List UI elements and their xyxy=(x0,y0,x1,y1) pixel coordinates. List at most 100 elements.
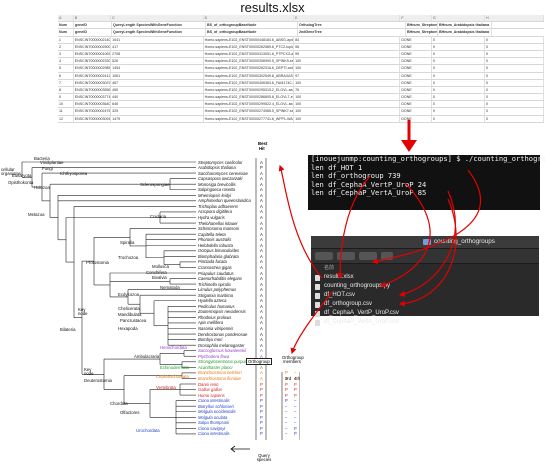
spreadsheet-cell[interactable]: 450 xyxy=(111,86,204,94)
spreadsheet-cell[interactable]: Homo-sapiens-E102_ENST00000406363.6_FAM1… xyxy=(204,79,295,86)
spreadsheet-cell[interactable]: ENSCINT00000029855.1 xyxy=(74,65,112,72)
column-letter[interactable]: C xyxy=(111,15,204,22)
spreadsheet-cell[interactable]: 1454 xyxy=(111,65,204,72)
spreadsheet-cell[interactable]: DONE xyxy=(400,79,432,86)
spreadsheet-cell[interactable]: Homo-sapiens-E102_ENST00000306990.5_SPIN… xyxy=(204,58,295,65)
spreadsheet-cell[interactable]: 2ndGeneTree xyxy=(298,29,406,36)
spreadsheet-cell[interactable]: 646 xyxy=(111,101,204,108)
spreadsheet-cell[interactable]: DONE xyxy=(400,43,432,50)
column-letter[interactable]: E xyxy=(294,15,401,22)
spreadsheet-cell[interactable]: BHnum_Streptomyces coelicolor xyxy=(407,29,438,36)
spreadsheet-cell[interactable]: 0 xyxy=(485,101,544,108)
spreadsheet-cell[interactable]: ENSCINT00000036404.1 xyxy=(74,101,112,108)
spreadsheet-cell[interactable]: 0 xyxy=(485,58,544,65)
finder-column-header[interactable]: 名前 xyxy=(324,265,335,271)
spreadsheet-cell[interactable]: 0 xyxy=(432,94,485,101)
spreadsheet-cell[interactable]: ENSCINT00000035566.1 xyxy=(74,86,112,94)
spreadsheet-cell[interactable]: 0 xyxy=(432,50,485,58)
finder-file-row[interactable]: counting_orthogroups.py xyxy=(311,282,539,291)
finder-file-row[interactable]: df_CephaP_VertA_UroP.csv xyxy=(311,318,539,327)
spreadsheet-cell[interactable]: Homo-sapiens-E102_ENST00000262316.6_DEPT… xyxy=(204,65,295,72)
spreadsheet-cell[interactable]: Homo-sapiens-E102_ENST00000277741.6_WFP1… xyxy=(204,115,295,122)
spreadsheet-cell[interactable]: 4 xyxy=(58,58,74,65)
spreadsheet-cell[interactable]: DONE xyxy=(400,101,432,108)
spreadsheet-cell[interactable]: 0 xyxy=(485,36,544,43)
spreadsheet-cell[interactable]: 84 xyxy=(294,36,401,43)
spreadsheet-cell[interactable]: ENSCINT00000024127.2 xyxy=(74,72,112,79)
spreadsheet-cell[interactable]: Homo-sapiens-E102_ENST00000274985.5_SPIN… xyxy=(204,108,295,115)
spreadsheet-cell[interactable]: 0 xyxy=(485,115,544,122)
spreadsheet-cell[interactable]: 100 xyxy=(294,101,401,108)
spreadsheet-row[interactable]: 10ENSCINT00000036404.1646Homo-sapiens-E1… xyxy=(58,101,544,109)
spreadsheet-cell[interactable]: QueryLength SpeciesWithGeneFunction xyxy=(112,22,206,29)
spreadsheet-row[interactable]: 2ENSCINT00000025003.2417Homo-sapiens-E10… xyxy=(58,43,544,51)
spreadsheet-cell[interactable]: DONE xyxy=(400,115,432,122)
spreadsheet-cell[interactable]: DONE xyxy=(400,50,432,58)
spreadsheet-cell[interactable]: 325 xyxy=(111,108,204,115)
spreadsheet-cell[interactable]: 100 xyxy=(294,79,401,86)
action-gear-button[interactable] xyxy=(359,252,377,260)
spreadsheet-row[interactable]: 6ENSCINT00000024127.21061Homo-sapiens-E1… xyxy=(58,72,544,80)
spreadsheet-cell[interactable]: 0 xyxy=(432,101,485,108)
spreadsheet-cell[interactable]: DONE xyxy=(400,86,432,94)
spreadsheet-row[interactable]: 12ENSCINT00000030919.11479Homo-sapiens-E… xyxy=(58,115,544,123)
column-letter[interactable]: B xyxy=(74,15,112,22)
back-forward-button[interactable] xyxy=(315,252,333,260)
spreadsheet-cell[interactable]: 0 xyxy=(432,108,485,115)
spreadsheet-cell[interactable]: 417 xyxy=(111,43,204,50)
spreadsheet-cell[interactable]: ENSCINT00000030919.1 xyxy=(74,115,112,122)
finder-file-row[interactable]: df_orthogroup.csv xyxy=(311,300,539,309)
spreadsheet-cell[interactable]: Homo-sapiens-E102_ENST00000286805.6_ELOV… xyxy=(204,94,295,101)
spreadsheet-cell[interactable]: 0 xyxy=(432,36,485,43)
spreadsheet-cell[interactable]: 100 xyxy=(294,108,401,115)
spreadsheet-cell[interactable]: 6 xyxy=(58,72,74,79)
spreadsheet-cell[interactable]: Homo-sapiens-E102_ENST00000448184.6_ABSG… xyxy=(204,36,295,43)
spreadsheet-cell[interactable]: 99 xyxy=(294,50,401,58)
spreadsheet-cell[interactable]: 1061 xyxy=(111,72,204,79)
spreadsheet-cell[interactable]: ENSCINT00000024764.2 xyxy=(74,108,112,115)
column-letter[interactable]: G xyxy=(432,15,485,22)
spreadsheet-cell[interactable]: 8 xyxy=(58,86,74,94)
view-options-button[interactable] xyxy=(337,252,355,260)
spreadsheet-row[interactable]: 3ENSCINT00000010633.32708Homo-sapiens-E1… xyxy=(58,50,544,59)
spreadsheet-cell[interactable]: Homo-sapiens-E102_ENST00000313051.6_PTPC… xyxy=(204,50,295,58)
spreadsheet-cell[interactable]: 0 xyxy=(432,58,485,65)
spreadsheet-cell[interactable]: DONE xyxy=(400,58,432,65)
spreadsheet-cell[interactable]: 440 xyxy=(111,94,204,101)
spreadsheet-cell[interactable]: geneID xyxy=(74,22,112,29)
spreadsheet-cell[interactable]: ENSCINT00000037746.1 xyxy=(74,94,112,101)
spreadsheet-cell[interactable]: ENSCINT00000025003.2 xyxy=(74,43,112,50)
spreadsheet-cell[interactable]: Num xyxy=(58,29,74,36)
spreadsheet-cell[interactable]: 3 xyxy=(58,50,74,58)
spreadsheet-cell[interactable]: 100 xyxy=(294,65,401,72)
spreadsheet-cell[interactable]: DONE xyxy=(400,72,432,79)
spreadsheet-cell[interactable]: 0 xyxy=(432,43,485,50)
spreadsheet-cell[interactable]: QueryLength SpeciesWithGeneFunction xyxy=(112,29,206,36)
share-button[interactable] xyxy=(381,252,393,260)
spreadsheet-cell[interactable]: 10 xyxy=(58,101,74,108)
spreadsheet-cell[interactable]: ENSCINT00000023306.1 xyxy=(74,58,112,65)
spreadsheet-row[interactable]: 11ENSCINT00000024764.2325Homo-sapiens-E1… xyxy=(58,108,544,116)
spreadsheet-cell[interactable]: BS_of_orthogroupBaseNode xyxy=(206,29,298,36)
spreadsheet-cell[interactable]: 0 xyxy=(485,79,544,86)
spreadsheet-cell[interactable]: 1479 xyxy=(111,115,204,122)
spreadsheet-cell[interactable]: 0 xyxy=(432,115,485,122)
spreadsheet-row[interactable]: 5ENSCINT00000029855.11454Homo-sapiens-E1… xyxy=(58,65,544,73)
spreadsheet-cell[interactable]: 0 xyxy=(485,94,544,101)
spreadsheet-row[interactable]: 7ENSCINT00000030371.1467Homo-sapiens-E10… xyxy=(58,79,544,87)
spreadsheet-cell[interactable]: 100 xyxy=(294,94,401,101)
spreadsheet-cell[interactable]: 100 xyxy=(294,58,401,65)
spreadsheet-cell[interactable]: 526 xyxy=(111,58,204,65)
column-letter[interactable]: D xyxy=(204,15,295,22)
spreadsheet-cell[interactable]: BS_of_orthogroupBaseNode xyxy=(206,22,298,29)
spreadsheet-cell[interactable]: 0 xyxy=(432,86,485,94)
column-letter[interactable]: F xyxy=(400,15,432,22)
spreadsheet-cell[interactable]: 76 xyxy=(294,86,401,94)
spreadsheet-cell[interactable]: OrthologTree xyxy=(298,22,406,29)
spreadsheet-cell[interactable]: 11 xyxy=(58,108,74,115)
spreadsheet-cell[interactable]: DONE xyxy=(400,65,432,72)
spreadsheet-row[interactable]: 8ENSCINT00000035566.1450Homo-sapiens-E10… xyxy=(58,86,544,95)
spreadsheet-cell[interactable]: ENSCINT00000030371.1 xyxy=(74,79,112,86)
